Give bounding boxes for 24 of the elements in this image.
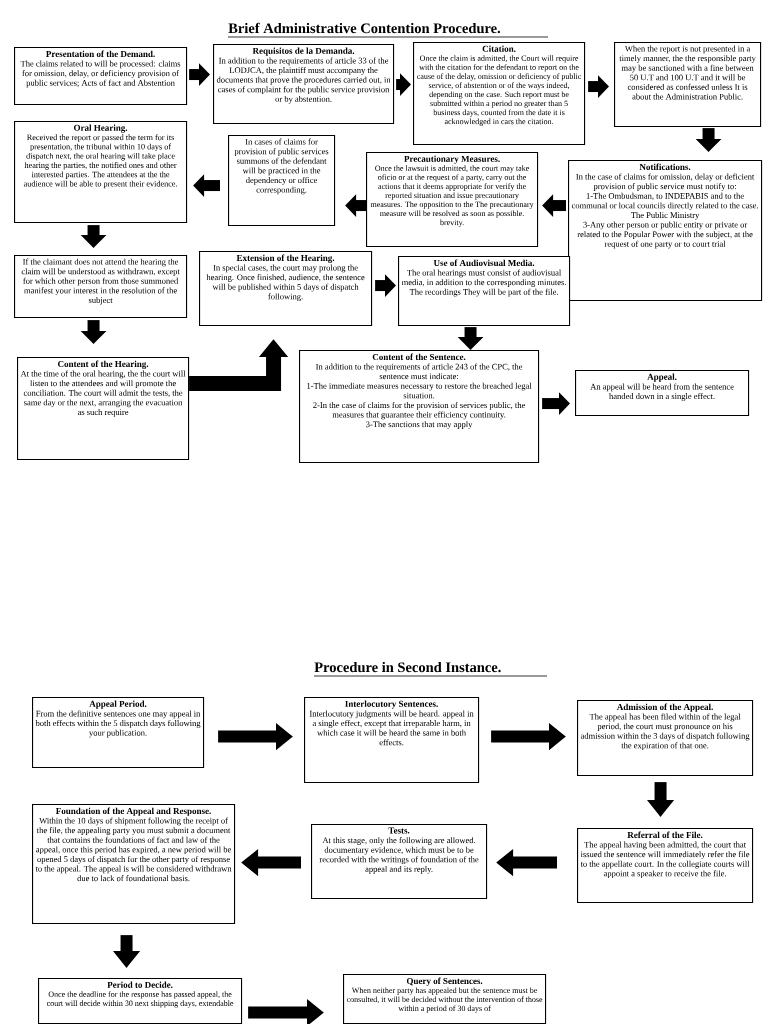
- step-box: In cases of claims for provision of public services summons of the defendant will be practiced in the dependency or office corresponding.: [228, 135, 336, 227]
- step-box: Oral Hearing. Received the report or passed the term for its presentation, the tribunal within 10 days of dispatch next, the oral hearing will take place hearing the parties, the notified ones and other interested parties. The attendees at the the audience will be able to present their evidence.: [14, 121, 188, 224]
- step-box: Content of the Sentence. In addition to the requirements of article 243 of the CPC, the sentence must indicate: 1-The immediate measures necessary to restore the breached legal situation. 2-In the case of claims for the provision of services public, the measures that guarantee their efficiency continuity. 3-The sanctions that may apply: [299, 350, 540, 464]
- step-box: Use of Audiovisual Media. The oral hearings must consist of audiovisual media, in addition to the corresponding minutes. The recordings They will be part of the file.: [398, 256, 571, 327]
- step-box: Foundation of the Appeal and Response. Within the 10 days of shipment following the receipt of the file, the appealing party you must submit a document that contains the foundations of fact and law of the appeal, once this period has expired, a new period will be opened 5 days of dispatch for the other party of response to the appeal. The appeal is will be considered withdrawn due to lack of foundational basis.: [32, 804, 236, 925]
- diagram-title: Brief Administrative Contention Procedure.: [227, 22, 549, 38]
- step-box: Appeal Period. From the definitive sentences one may appeal in both effects within the 5 dispatch days following your publication.: [32, 697, 205, 769]
- step-box: Citation. Once the claim is admitted, the Court will require with the citation for the defendant to report on the cause of the delay, omission or deficiency of public service, of abstention or of the ways indeed, depending on the case. Such report must be submitted within a period no greater than 5 business days, counted from the date it is acknowledged in cars the citation.: [413, 42, 586, 146]
- step-box: If the claimant does not attend the hearing the claim will be understood as withdrawn, except for which other person from those summoned manifest your interest in the resolution of the subject: [14, 255, 188, 319]
- section-heading: Procedure in Second Instance.: [313, 661, 548, 677]
- step-box: Referral of the File. The appeal having been admitted, the court that issued the sentence will immediately refer the file to the appellate court. In the collegiate courts will appoint a speaker to receive the file.: [577, 828, 754, 904]
- step-box: Query of Sentences. When neither party has appealed but the sentence must be consulted, it will be decided without the intervention of those within a period of 30 days of: [343, 974, 547, 1024]
- step-box: Extension of the Hearing. In special cases, the court may prolong the hearing. Once finished, audience, the sentence will be published within 5 days of dispatch following.: [199, 251, 373, 327]
- step-box: Precautionary Measures. Once the lawsuit is admitted, the court may take oficio or at the request of a party, carry out the actions that it deems appropriate for verify the reported situation and issue precautionary measures. The opposition to the The precautionary measure will be resolved as soon as possible. brevity.: [366, 152, 539, 248]
- step-box: Interlocutory Sentences. Interlocutory judgments will be heard. appeal in a single effect, except that irreparable harm, in which case it will be heard the same in both effects.: [304, 697, 480, 784]
- step-box: Appeal. An appeal will be heard from the sentence handed down in a single effect.: [575, 370, 750, 417]
- step-box: Requisitos de la Demanda. In addition to the requirements of article 33 of the LODJCA, the plaintiff must accompany the documents that prove the procedures carried out, in cases of complaint for the public service provision or by abstention.: [213, 44, 395, 125]
- step-box: When the report is not presented in a timely manner, the the responsible party may be sanctioned with a fine between 50 U.T and 100 U.T and it will be considered as confessed unless It is about the Administration Public.: [614, 42, 762, 128]
- step-box: Content of the Hearing. At the time of the oral hearing, the the court will listen to the attendees and will promote the conciliation. The court will admit the tests, the same day or the next, arranging the evacuation as such require: [17, 357, 190, 461]
- step-box: Tests. At this stage, only the following are allowed. documentary evidence, which must be to be recorded with the writings of foundation of the appeal and its reply.: [311, 824, 488, 900]
- step-box: Presentation of the Demand. The claims related to will be processed: claims for omission, delay, or deficiency provision of public services; Acts of fact and Abstention: [14, 47, 188, 106]
- step-box: Admission of the Appeal. The appeal has been filed within of the legal period, the court must pronounce on his admission within the 3 days of dispatch following the expiration of that one.: [577, 700, 754, 777]
- step-box: Period to Decide. Once the deadline for the response has passed appeal, the court will decide within 30 next shipping days, extendable: [38, 978, 243, 1024]
- step-box: Notifications. In the case of claims for omission, delay or deficient provision of public service must notify to: 1-The Ombudsman, to INDEPABIS and to the communal or local councils directly related to the case. The Public Ministry 3-Any other person or public entity or private or related to the Popular Power with the subject, at the request of one party or to court trial: [568, 160, 763, 302]
